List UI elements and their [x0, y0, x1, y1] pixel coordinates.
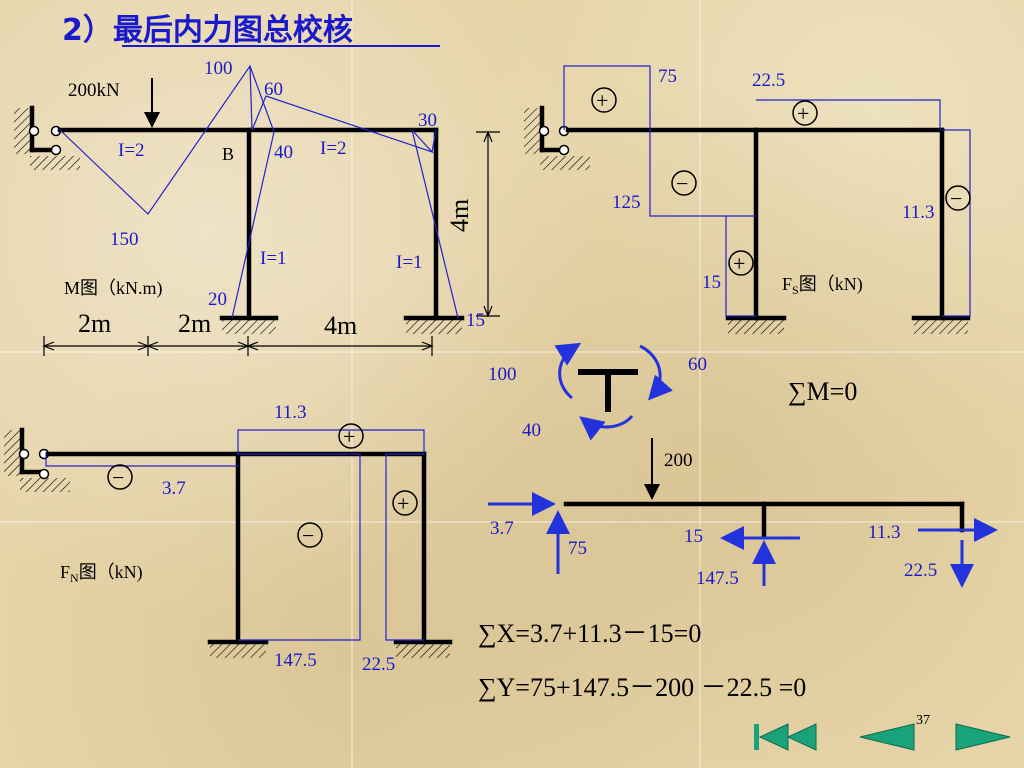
free-body [488, 438, 998, 588]
shear-sign-minus-2: − [950, 186, 962, 211]
shear-caption: FS图（kN) [782, 274, 863, 297]
free-body-147-5: 147.5 [696, 568, 739, 589]
moment-diagram [14, 64, 500, 356]
axial-value-3-7: 3.7 [162, 478, 186, 499]
free-body-load: 200 [664, 450, 693, 471]
sum-x-equation: ∑X=3.7+11.3－15=0 [478, 619, 701, 648]
previous-slide-icon [859, 723, 915, 751]
inertia-left-beam: I=2 [118, 140, 145, 161]
sum-moment-equation: ∑M=0 [788, 377, 857, 406]
axial-diagram [4, 423, 453, 658]
moment-value-60: 60 [264, 79, 283, 100]
moment-value-150: 150 [110, 229, 139, 250]
next-slide-button[interactable] [955, 723, 1011, 751]
shear-diagram [524, 65, 971, 334]
axial-sign-minus-1: − [112, 465, 124, 490]
load-label: 200kN [68, 80, 120, 101]
axial-sign-plus-2: + [397, 491, 409, 516]
shear-value-15: 15 [702, 272, 721, 293]
dim-4m-height: 4m [445, 199, 474, 232]
moment-caption: M图（kN.m) [64, 278, 163, 299]
moment-value-40: 40 [274, 142, 293, 163]
shear-sign-plus-2: + [797, 101, 809, 126]
joint-moment-40: 40 [522, 420, 541, 441]
shear-value-22-5: 22.5 [752, 70, 785, 91]
moment-value-100: 100 [204, 58, 233, 79]
inertia-right-beam: I=2 [320, 138, 347, 159]
shear-sign-plus-3: + [733, 251, 745, 276]
node-b-label: B [222, 144, 234, 164]
dim-2m-left: 2m [78, 309, 111, 338]
axial-sign-minus-2: − [302, 523, 314, 548]
axial-value-11-3: 11.3 [274, 402, 307, 423]
page-number: 37 [916, 713, 930, 728]
axial-sign-plus-1: + [343, 424, 355, 449]
free-body-75: 75 [568, 538, 587, 559]
slide-title: 2）最后内力图总校核 [62, 13, 353, 48]
axial-value-147-5: 147.5 [274, 650, 317, 671]
joint-moment-60: 60 [688, 354, 707, 375]
axial-caption: FN图（kN) [60, 562, 143, 585]
first-slide-icon [754, 724, 759, 750]
next-slide-icon [955, 723, 1011, 751]
free-body-15: 15 [684, 526, 703, 547]
previous-slide-button[interactable] [859, 723, 915, 751]
shear-value-11-3: 11.3 [902, 202, 935, 223]
first-slide-button[interactable] [754, 723, 817, 751]
joint-moment-100: 100 [488, 364, 517, 385]
shear-value-75: 75 [658, 66, 677, 87]
free-body-11-3: 11.3 [868, 522, 901, 543]
sum-y-equation: ∑Y=75+147.5－200 －22.5 =0 [478, 673, 806, 702]
axial-value-22-5: 22.5 [362, 654, 395, 675]
free-body-3-7: 3.7 [490, 518, 514, 539]
moment-value-15: 15 [466, 310, 485, 331]
inertia-right-column: I=1 [396, 252, 423, 273]
dim-4m-span: 4m [324, 311, 357, 340]
shear-sign-minus-1: − [676, 171, 688, 196]
moment-value-30: 30 [418, 110, 437, 131]
moment-value-20: 20 [208, 289, 227, 310]
shear-value-125: 125 [612, 192, 641, 213]
dim-2m-middle: 2m [178, 309, 211, 338]
joint-check [554, 342, 673, 441]
inertia-left-column: I=1 [260, 248, 287, 269]
free-body-22-5: 22.5 [904, 560, 937, 581]
wall-hatch [14, 108, 32, 154]
shear-sign-plus-1: + [596, 88, 608, 113]
